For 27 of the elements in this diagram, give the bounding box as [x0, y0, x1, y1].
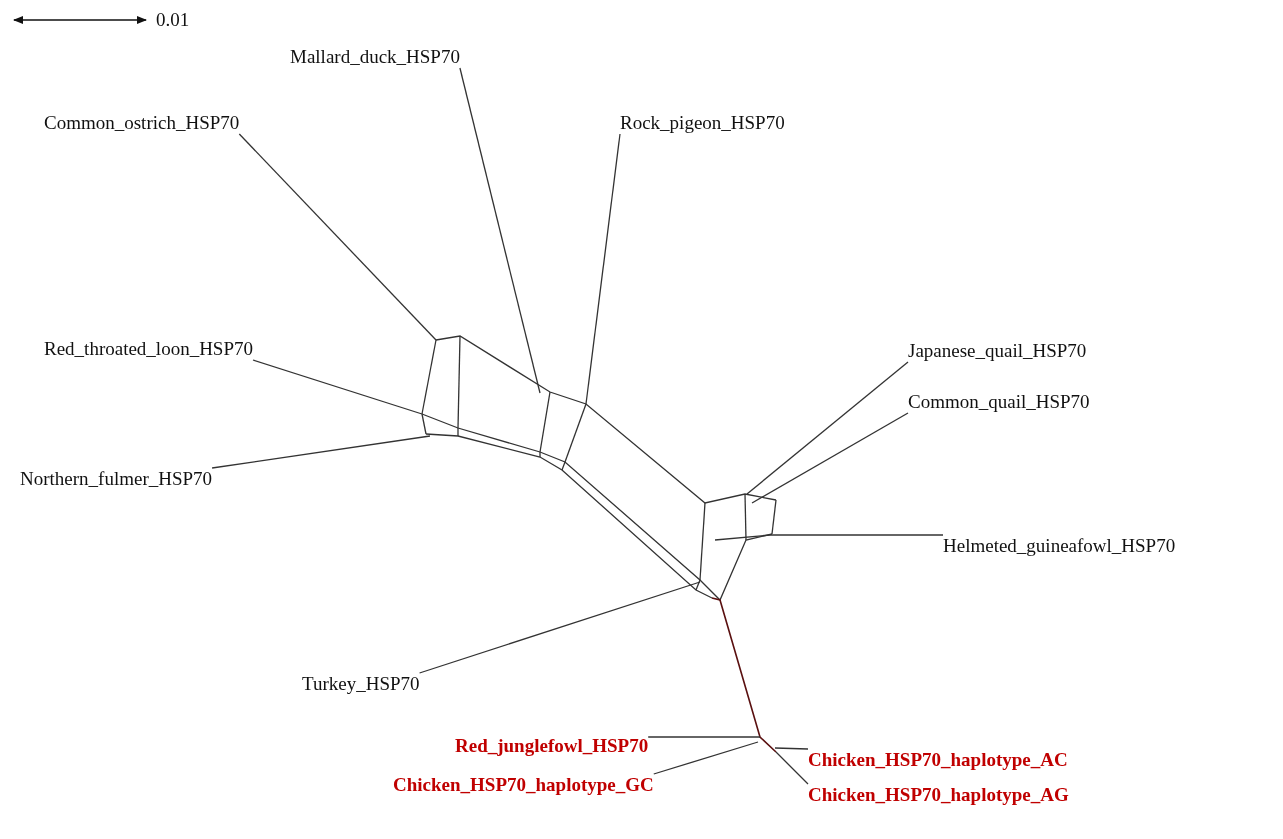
- branch-line: [751, 412, 909, 504]
- taxon-label: Northern_fulmer_HSP70: [20, 468, 213, 490]
- branch-line: [769, 534, 944, 536]
- branch-line: [585, 133, 621, 405]
- branch-line: [238, 133, 437, 341]
- taxon-label: Chicken_HSP70_haplotype_AC: [808, 749, 1068, 771]
- taxon-label: Common_ostrich_HSP70: [44, 112, 240, 134]
- branch-line: [653, 741, 759, 775]
- taxon-label: Rock_pigeon_HSP70: [620, 112, 785, 134]
- branch-line: [774, 747, 809, 750]
- taxon-label: Turkey_HSP70: [302, 673, 420, 695]
- taxon-label: Chicken_HSP70_haplotype_AG: [808, 784, 1069, 806]
- branch-line: [746, 361, 909, 495]
- taxon-label: Mallard_duck_HSP70: [290, 46, 460, 68]
- taxon-label: Chicken_HSP70_haplotype_GC: [393, 774, 654, 796]
- branch-line: [418, 581, 701, 674]
- branch-line: [647, 736, 761, 738]
- branch-line: [459, 67, 541, 394]
- branch-line: [775, 751, 809, 785]
- taxon-label: Helmeted_guineafowl_HSP70: [943, 535, 1176, 557]
- taxon-label: Red_junglefowl_HSP70: [455, 735, 649, 757]
- taxon-label: Japanese_quail_HSP70: [908, 340, 1087, 362]
- branch-line: [252, 359, 423, 415]
- taxon-label: Common_quail_HSP70: [908, 391, 1090, 413]
- branch-line: [211, 435, 431, 469]
- taxon-label: Red_throated_loon_HSP70: [44, 338, 253, 360]
- scale-value: 0.01: [156, 9, 190, 31]
